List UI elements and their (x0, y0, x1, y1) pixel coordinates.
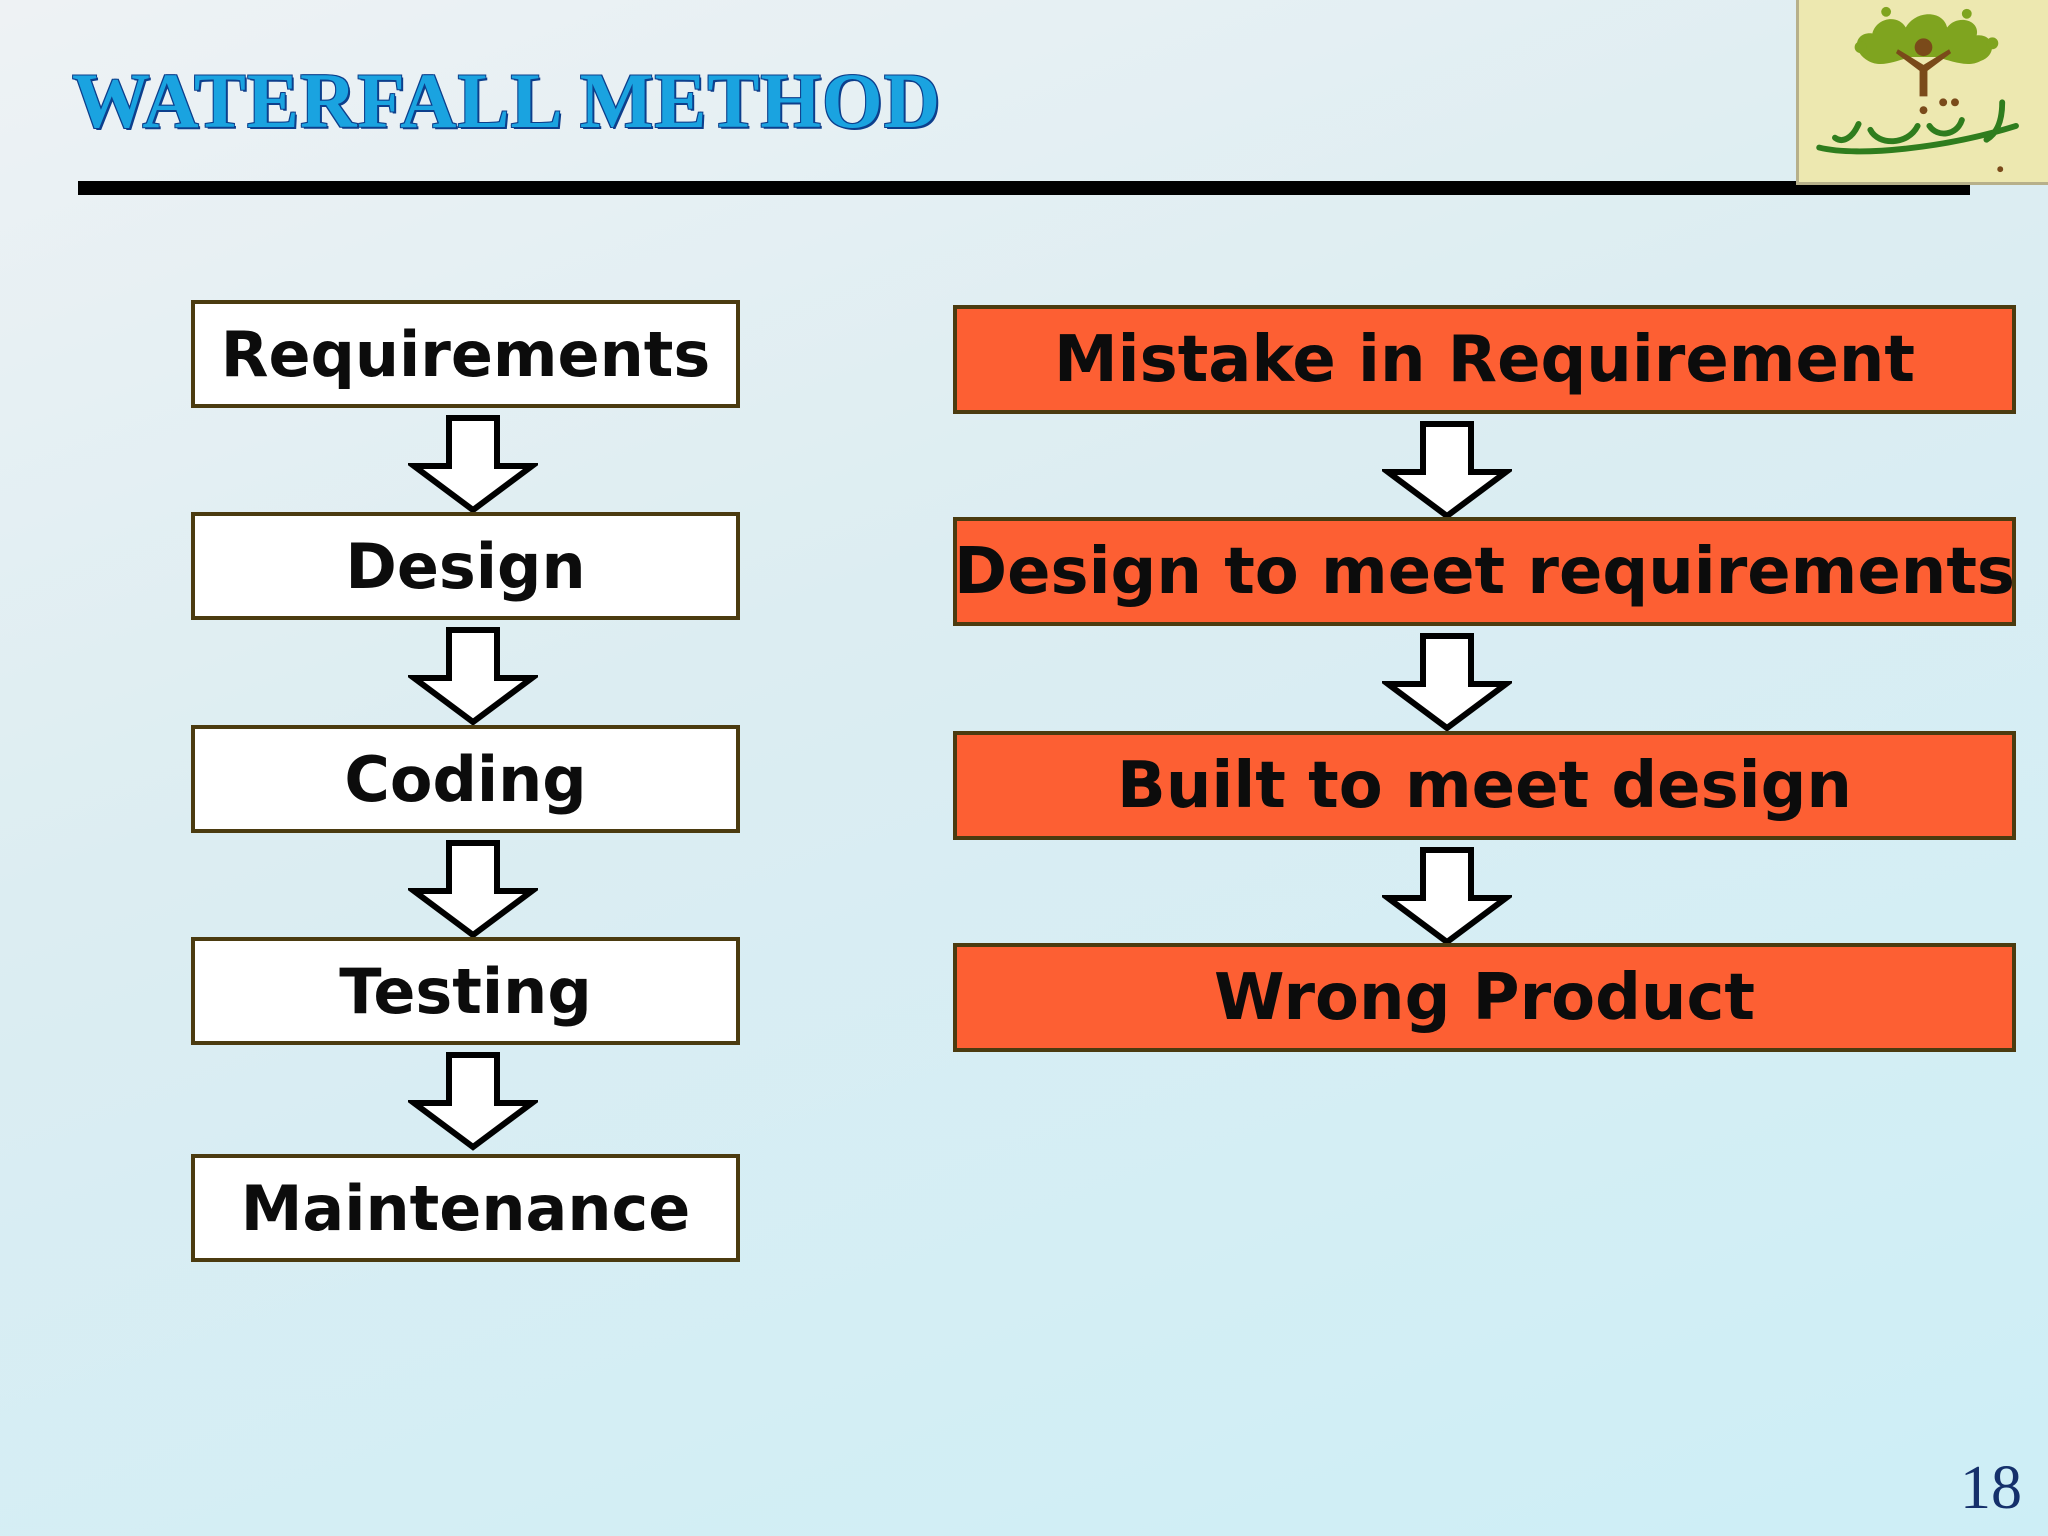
down-arrow-icon (408, 839, 538, 939)
slide-title: WATERFALL METHOD (72, 57, 942, 144)
step-maintenance-box: Maintenance (191, 1154, 740, 1262)
step-design-box: Design (191, 512, 740, 620)
step-label: Design (345, 529, 586, 603)
step-label: Coding (344, 742, 587, 816)
step-testing-box: Testing (191, 937, 740, 1045)
error-wrong-product-box: Wrong Product (953, 943, 2016, 1052)
logo (1796, 0, 2048, 185)
step-label: Requirements (220, 317, 711, 391)
error-design-box: Design to meet requirements (953, 517, 2016, 626)
step-coding-box: Coding (191, 725, 740, 833)
error-label: Wrong Product (1214, 960, 1755, 1035)
down-arrow-icon (408, 626, 538, 726)
down-arrow-icon (408, 1051, 538, 1151)
step-label: Testing (339, 954, 592, 1028)
title-underline (78, 181, 1970, 195)
error-built-box: Built to meet design (953, 731, 2016, 840)
step-requirements-box: Requirements (191, 300, 740, 408)
down-arrow-icon (1382, 632, 1512, 732)
error-label: Design to meet requirements (953, 534, 2016, 609)
error-label: Mistake in Requirement (1053, 322, 1916, 397)
down-arrow-icon (1382, 846, 1512, 946)
tree-figure-logo-icon (1816, 6, 2019, 173)
down-arrow-icon (408, 414, 538, 514)
error-mistake-box: Mistake in Requirement (953, 305, 2016, 414)
page-number: 18 (1960, 1454, 2022, 1522)
error-label: Built to meet design (1117, 748, 1852, 823)
step-label: Maintenance (240, 1171, 691, 1245)
down-arrow-icon (1382, 420, 1512, 520)
